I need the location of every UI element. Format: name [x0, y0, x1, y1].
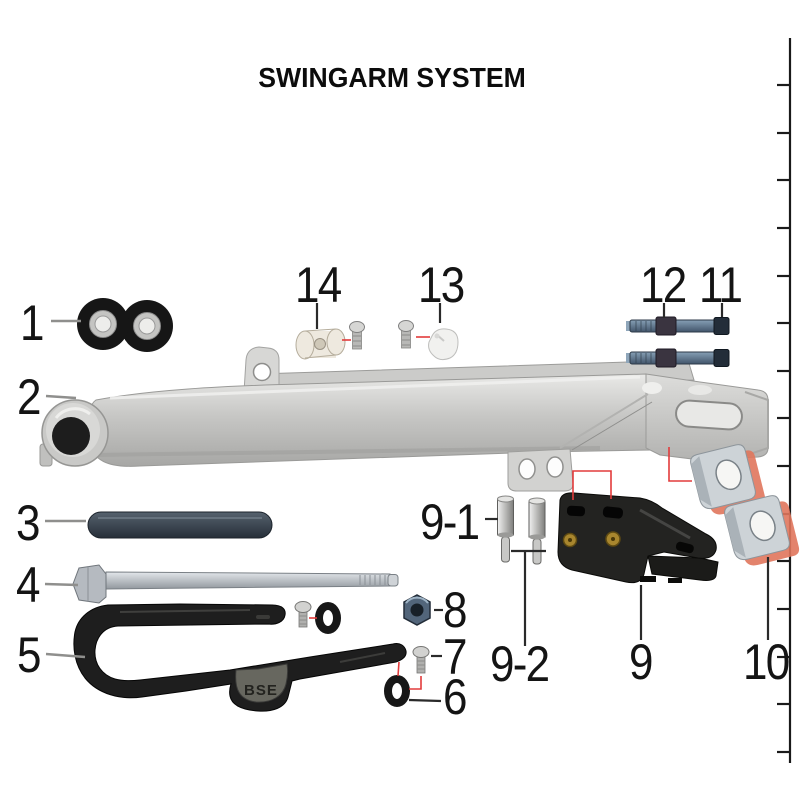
part-1-bearings — [77, 298, 173, 352]
plate-upper — [690, 444, 766, 515]
part-label-9-1: 9-1 — [420, 494, 480, 550]
screw — [349, 321, 365, 350]
part-2-swingarm — [39, 346, 769, 492]
part-9-chain-guide — [557, 492, 719, 584]
bolt-lower — [626, 348, 730, 368]
part-14-chain-slider-and-screw — [295, 321, 365, 360]
part-label-8: 8 — [443, 582, 467, 638]
lock-nut — [655, 316, 677, 336]
part-label-4: 4 — [16, 557, 40, 613]
part-10-adjuster-plates — [690, 444, 800, 566]
part-label-3: 3 — [16, 495, 40, 551]
part-11-12-adjuster-bolts — [626, 316, 730, 368]
part-label-7: 7 — [443, 629, 467, 685]
part-6-grommet — [384, 675, 410, 707]
part-label-2: 2 — [17, 369, 41, 425]
part-4-pivot-bolt — [72, 564, 399, 604]
part-label-1: 1 — [20, 295, 44, 351]
part-label-13: 13 — [418, 257, 465, 313]
red-connector-lines — [309, 336, 692, 690]
part-label-9: 9 — [629, 634, 653, 690]
guard-brand-text: BSE — [244, 682, 278, 699]
leader-lines — [44, 303, 770, 703]
bearing-left — [77, 298, 129, 350]
bearing-right — [121, 300, 173, 352]
part-label-10: 10 — [743, 634, 790, 690]
part-label-11: 11 — [699, 257, 743, 313]
part-label-9-2: 9-2 — [490, 636, 550, 692]
part-label-5: 5 — [17, 627, 41, 683]
part-label-6: 6 — [443, 669, 467, 725]
part-5-chain-guard: BSE — [73, 603, 407, 712]
swingarm-tab-hole — [252, 362, 272, 382]
bolt-upper — [626, 316, 730, 336]
bolt-head — [713, 317, 730, 335]
pivot-bore — [52, 417, 90, 455]
part-label-14: 14 — [295, 257, 342, 313]
part-7-screw — [412, 646, 430, 674]
bolt-head — [72, 564, 107, 604]
axle-slot — [675, 399, 743, 431]
part-13-screw-and-spacer — [398, 320, 459, 361]
pin-left — [497, 495, 514, 563]
part-label-12: 12 — [640, 257, 687, 313]
part-3-pivot-sleeve — [87, 511, 273, 539]
page-title: SWINGARM SYSTEM — [258, 62, 526, 93]
chain-guard-screw-and-grommet — [294, 601, 341, 634]
grommet — [315, 602, 341, 634]
part-9-1-guide-pins — [497, 495, 546, 565]
plate-lower — [724, 495, 800, 566]
part-8-flange-nut — [403, 594, 431, 626]
screw — [398, 320, 414, 349]
pin-right — [528, 497, 546, 565]
guard-brand-tab — [235, 663, 289, 703]
